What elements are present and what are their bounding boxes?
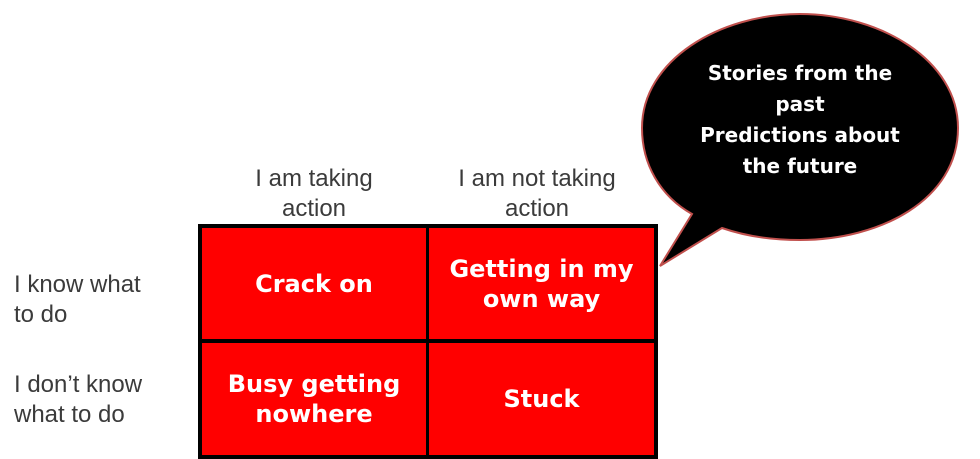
- cell-stuck: Stuck: [429, 343, 654, 455]
- bubble-line: past: [775, 92, 825, 116]
- bubble-line: the future: [742, 154, 858, 178]
- cell-label: Stuck: [503, 385, 580, 413]
- cell-crack-on: Crack on: [202, 228, 426, 339]
- cell-label: Crack on: [255, 269, 373, 298]
- bubble-line: Predictions about: [700, 123, 900, 147]
- quadrant-grid: Crack on Getting in my own way Busy gett…: [198, 224, 658, 459]
- bubble-line: Stories from the: [707, 61, 893, 85]
- speech-bubble-shape: [640, 12, 960, 267]
- column-header-not-taking-action: I am not taking action: [458, 165, 616, 222]
- cell-getting-in-my-own-way: Getting in my own way: [429, 228, 654, 339]
- column-header-taking-action: I am taking action: [255, 165, 373, 222]
- cell-label: Busy getting nowhere: [227, 370, 401, 428]
- cell-busy-getting-nowhere: Busy getting nowhere: [202, 343, 426, 455]
- cell-label: Getting in my own way: [449, 254, 634, 313]
- speech-bubble-text: Stories from the past Predictions about …: [680, 58, 920, 182]
- row-header-know: I know what to do: [14, 271, 141, 328]
- row-header-dont-know: I don’t know what to do: [14, 371, 143, 428]
